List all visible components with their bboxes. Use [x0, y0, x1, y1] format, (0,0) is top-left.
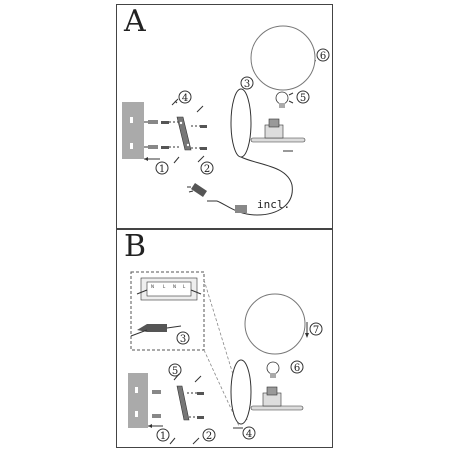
- plug-icon: [187, 183, 207, 197]
- bracket-screws: [191, 125, 207, 150]
- svg-text:4: 4: [246, 429, 252, 440]
- panel-a: A: [116, 4, 333, 229]
- step-2-marker: 2: [202, 428, 216, 442]
- mounting-bracket: [176, 116, 192, 151]
- bulb-icon: [266, 361, 280, 378]
- bulb-icon: [275, 91, 294, 108]
- panel-b-illustration: N L N L 3: [128, 271, 323, 445]
- screws: [161, 121, 179, 149]
- backplate: [230, 88, 252, 158]
- svg-text:4: 4: [182, 93, 188, 104]
- wall-plugs: [148, 390, 163, 428]
- lamp-arm: [250, 386, 304, 411]
- terminal-label: N: [151, 284, 154, 289]
- power-cable: [207, 156, 293, 216]
- step-4-marker: 4: [178, 90, 192, 104]
- svg-text:5: 5: [172, 366, 178, 377]
- wall: [128, 373, 148, 428]
- glass-globe: [244, 293, 306, 355]
- terminal-label: L: [163, 284, 166, 289]
- step-5-marker: 5: [296, 90, 310, 104]
- svg-text:6: 6: [294, 363, 300, 374]
- step-4-marker: 4: [233, 426, 256, 440]
- wiring-detail-box: N L N L: [130, 271, 205, 351]
- bracket-screws: [187, 392, 204, 419]
- wall: [122, 102, 144, 159]
- terminal-label: L: [183, 284, 186, 289]
- step-1-marker: 1: [156, 428, 170, 442]
- leader-line: [203, 349, 240, 427]
- glass-globe: [250, 25, 316, 91]
- svg-text:1: 1: [160, 431, 166, 442]
- lamp-arm: [250, 118, 306, 152]
- svg-text:3: 3: [180, 334, 186, 345]
- svg-text:5: 5: [300, 93, 306, 104]
- backplate: [230, 359, 252, 425]
- svg-text:7: 7: [313, 325, 319, 336]
- panel-a-illustration: 1 2 4 3 5 6: [122, 25, 330, 216]
- step-3-marker: 3: [176, 331, 190, 345]
- svg-text:6: 6: [320, 51, 326, 62]
- step-5-marker: 5: [168, 363, 182, 377]
- terminal-label: N: [173, 284, 176, 289]
- svg-text:2: 2: [206, 431, 212, 442]
- step-1-marker: 1: [155, 161, 169, 175]
- svg-text:2: 2: [204, 164, 210, 175]
- panel-letter: A: [124, 4, 146, 39]
- panel-b: B N L N L 3: [116, 229, 333, 448]
- svg-text:3: 3: [244, 79, 250, 90]
- panel-letter: B: [124, 229, 147, 264]
- included-label: incl.: [257, 198, 290, 211]
- screwdriver-icon: [171, 98, 205, 164]
- mounting-bracket: [176, 385, 190, 421]
- step-6-marker: 6: [290, 360, 304, 374]
- svg-text:1: 1: [159, 164, 165, 175]
- step-7-marker: 7: [305, 322, 323, 338]
- step-3-marker: 3: [240, 76, 254, 90]
- step-2-marker: 2: [200, 161, 214, 175]
- wall-plugs: [144, 120, 160, 161]
